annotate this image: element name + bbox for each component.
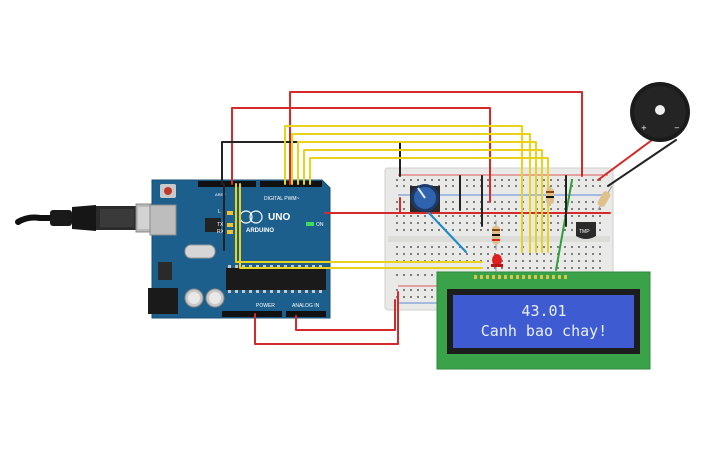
red-led[interactable] — [491, 254, 503, 272]
label-on: ON — [316, 222, 324, 228]
buzzer-hole-icon — [655, 105, 665, 115]
power-jack — [148, 288, 178, 314]
label-rx: RX — [217, 229, 225, 235]
wire-yellow-3[interactable] — [297, 141, 537, 253]
led-rx — [227, 230, 233, 234]
resistor-3[interactable] — [597, 185, 613, 211]
led-on — [306, 222, 314, 226]
label-arduino: ARDUINO — [246, 228, 274, 234]
wire-red-1[interactable] — [231, 107, 491, 203]
label-digital: DIGITAL PWM~ — [264, 196, 300, 202]
led-l — [227, 211, 233, 215]
wire-yellow-6[interactable] — [239, 183, 483, 269]
power-header — [222, 311, 282, 317]
atmega-chip — [226, 268, 326, 290]
wire-green[interactable] — [555, 179, 573, 271]
wire-yellow-4[interactable] — [303, 149, 543, 253]
wire-blue[interactable] — [427, 211, 467, 253]
usb-chip — [205, 218, 221, 232]
wire-red-5[interactable] — [295, 299, 396, 331]
label-aref: AREF — [215, 192, 226, 197]
potentiometer[interactable] — [410, 184, 440, 212]
wire-yellow-1[interactable] — [284, 125, 523, 253]
voltage-regulator — [158, 262, 172, 280]
buzzer-minus-label: − — [674, 124, 680, 132]
sensor-label: TMP — [579, 229, 590, 235]
piezo-buzzer[interactable]: + − — [630, 82, 690, 142]
label-power: POWER — [256, 303, 275, 309]
label-uno: UNO — [268, 212, 290, 223]
wire-yellow-7[interactable] — [235, 183, 483, 263]
lcd-screen — [453, 295, 634, 348]
wire-buzzer-black[interactable] — [607, 139, 677, 187]
wire-buzzer-red[interactable] — [597, 139, 653, 181]
wire-red-2[interactable] — [289, 91, 583, 185]
wire-yellow-2[interactable] — [291, 133, 531, 253]
resistor-2[interactable] — [546, 186, 554, 206]
lcd-line-2: Canh bao chay! — [481, 322, 607, 340]
usb-cable — [15, 203, 159, 233]
label-analog: ANALOG IN — [292, 303, 320, 309]
wires — [221, 91, 677, 345]
reset-button-cap[interactable] — [164, 187, 172, 195]
usb-port — [149, 204, 177, 236]
label-l: L — [218, 209, 221, 215]
resistor-1[interactable] — [492, 220, 500, 250]
digital-header-left — [198, 181, 256, 187]
led-tx — [227, 223, 233, 227]
label-tx: TX — [217, 222, 224, 228]
lcd-module[interactable]: 43.01 Canh bao chay! — [436, 271, 651, 370]
buzzer-plus-label: + — [641, 124, 647, 132]
wire-red-3[interactable] — [254, 291, 399, 345]
temperature-sensor[interactable]: TMP — [576, 222, 596, 239]
lcd-line-1: 43.01 — [521, 302, 566, 320]
crystal — [184, 244, 216, 259]
wire-yellow-5[interactable] — [309, 157, 549, 253]
analog-header — [286, 311, 326, 317]
